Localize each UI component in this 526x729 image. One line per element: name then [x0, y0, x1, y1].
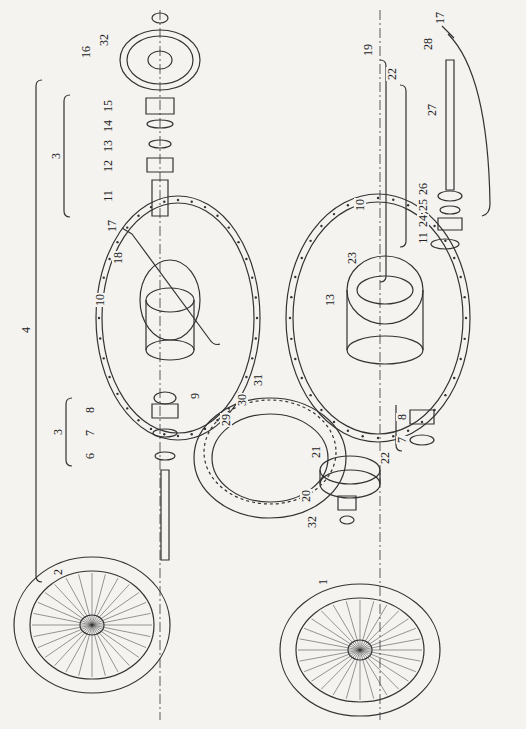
callout-number: 3: [52, 428, 64, 436]
callout-number: 30: [236, 393, 248, 407]
callout-number: 16: [80, 45, 92, 59]
callout-number: 24: [417, 214, 429, 228]
callout-number: 13: [324, 293, 336, 307]
callout-number: 32: [306, 515, 318, 529]
callout-number: 4: [20, 326, 32, 334]
callout-number: 13: [102, 139, 114, 153]
callout-number: 18: [112, 251, 124, 265]
callout-number: 10: [94, 293, 106, 307]
callout-number: 1: [317, 578, 329, 586]
callout-number: 10: [354, 198, 366, 212]
callout-number: 7: [396, 436, 408, 444]
callout-number: 32: [98, 33, 110, 47]
callout-number: 3: [50, 152, 62, 160]
callout-number: 17: [106, 219, 118, 233]
callout-number: 15: [102, 99, 114, 113]
callout-number: 21: [310, 445, 322, 459]
callout-number: 29: [220, 413, 232, 427]
callout-number: 19: [362, 43, 374, 57]
callout-number: 27: [426, 103, 438, 117]
callout-number: 22: [386, 67, 398, 81]
callout-number: 23: [346, 251, 358, 265]
callout-number: 6: [84, 452, 96, 460]
callout-number: 14: [102, 119, 114, 133]
callout-number: 11: [102, 189, 114, 203]
callout-number: 8: [396, 413, 408, 421]
callout-number: 17: [434, 11, 446, 25]
callout-number: 11: [417, 231, 429, 245]
callout-number: 20: [300, 489, 312, 503]
callout-number: 2: [52, 568, 64, 576]
callout-number: 12: [102, 159, 114, 173]
callout-number: 25: [417, 198, 429, 212]
callout-number: 31: [252, 373, 264, 387]
callout-number: 28: [422, 37, 434, 51]
callout-number: 9: [189, 392, 201, 400]
callout-number: 7: [84, 429, 96, 437]
callout-number: 26: [417, 182, 429, 196]
callout-number: 22: [379, 451, 391, 465]
callout-number: 8: [84, 406, 96, 414]
